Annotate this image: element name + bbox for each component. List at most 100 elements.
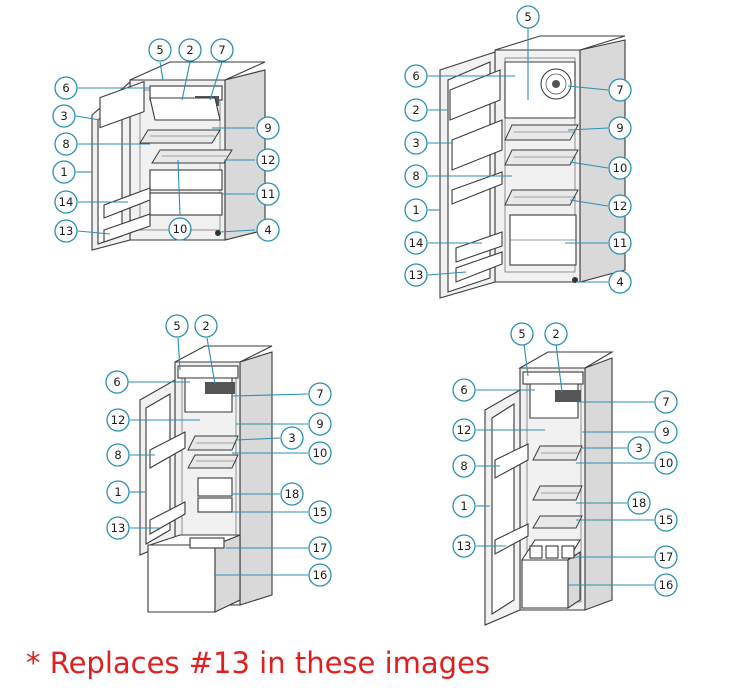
callout-7: 7 <box>608 78 632 102</box>
callout-12-label: 12 <box>613 199 628 213</box>
callout-7: 7 <box>308 382 332 406</box>
callout-10-label: 10 <box>613 161 628 175</box>
callout-9: 9 <box>608 116 632 140</box>
callout-2: 2 <box>178 38 202 62</box>
callout-5-label: 5 <box>524 10 531 24</box>
callout-15-label: 15 <box>313 505 328 519</box>
callout-3: 3 <box>627 436 651 460</box>
callout-4: 4 <box>256 218 280 242</box>
fridge-panel-3: 5 2 6 7 12 9 3 8 10 1 18 15 13 17 16 <box>105 314 332 613</box>
callout-9: 9 <box>308 412 332 436</box>
callout-8: 8 <box>452 454 476 478</box>
callout-6-label: 6 <box>460 383 467 397</box>
callout-11: 11 <box>256 182 280 206</box>
callout-7: 7 <box>654 390 678 414</box>
fridge-panel-4: 5 2 6 7 12 9 3 8 10 1 18 15 13 17 16 <box>452 322 678 626</box>
callout-15-label: 15 <box>659 513 674 527</box>
callout-13-label: 13 <box>111 521 126 535</box>
callout-8-label: 8 <box>460 459 467 473</box>
callout-2-label: 2 <box>186 43 193 57</box>
callout-13-label: 13 <box>409 268 424 282</box>
callout-2: 2 <box>404 98 428 122</box>
callout-8: 8 <box>106 443 130 467</box>
callout-1: 1 <box>52 160 76 184</box>
callout-3-label: 3 <box>635 441 642 455</box>
callout-5: 5 <box>165 314 189 338</box>
callout-4: 4 <box>608 270 632 294</box>
callout-3: 3 <box>280 426 304 450</box>
callout-10: 10 <box>168 217 192 241</box>
callout-8-label: 8 <box>412 169 419 183</box>
callout-10-label: 10 <box>173 222 188 236</box>
callout-8: 8 <box>404 164 428 188</box>
callout-17: 17 <box>654 545 678 569</box>
callout-10-label: 10 <box>659 456 674 470</box>
callout-14-label: 14 <box>59 195 74 209</box>
callout-6: 6 <box>105 370 129 394</box>
callout-7-label: 7 <box>662 395 669 409</box>
callout-5: 5 <box>510 322 534 346</box>
callout-12: 12 <box>256 148 280 172</box>
callout-12-label: 12 <box>261 153 276 167</box>
callout-5: 5 <box>516 5 540 29</box>
callout-18: 18 <box>627 491 651 515</box>
callout-6-label: 6 <box>62 81 69 95</box>
callout-18-label: 18 <box>632 496 647 510</box>
callout-7-label: 7 <box>316 387 323 401</box>
callout-16-label: 16 <box>659 578 674 592</box>
callout-3-label: 3 <box>412 136 419 150</box>
callout-15: 15 <box>654 508 678 532</box>
callout-11: 11 <box>608 231 632 255</box>
callout-3: 3 <box>52 104 76 128</box>
callout-2: 2 <box>194 314 218 338</box>
callout-18-label: 18 <box>285 487 300 501</box>
callout-6: 6 <box>404 64 428 88</box>
callout-12: 12 <box>608 194 632 218</box>
callout-14: 14 <box>54 190 78 214</box>
callout-16: 16 <box>654 573 678 597</box>
callout-9-label: 9 <box>316 417 323 431</box>
callout-1-label: 1 <box>412 203 419 217</box>
callout-14: 14 <box>404 231 428 255</box>
callout-8-label: 8 <box>62 137 69 151</box>
callout-1-label: 1 <box>114 485 121 499</box>
callout-12: 12 <box>452 418 476 442</box>
callout-5: 5 <box>148 38 172 62</box>
callout-10: 10 <box>308 441 332 465</box>
callout-8: 8 <box>54 132 78 156</box>
callout-12-label: 12 <box>457 423 472 437</box>
callout-13: 13 <box>106 516 130 540</box>
callout-11-label: 11 <box>613 236 628 250</box>
callout-13-label: 13 <box>59 224 74 238</box>
callout-10: 10 <box>608 156 632 180</box>
callout-2-label: 2 <box>412 103 419 117</box>
callout-13: 13 <box>452 534 476 558</box>
callout-5-label: 5 <box>518 327 525 341</box>
callout-17-label: 17 <box>659 550 674 564</box>
replacement-note: * Replaces #13 in these images <box>26 646 491 680</box>
fridge-panel-1: 5 2 7 6 3 9 8 12 1 11 14 4 13 10 <box>52 38 280 251</box>
callout-2: 2 <box>544 322 568 346</box>
callout-14-label: 14 <box>409 236 424 250</box>
callout-1: 1 <box>106 480 130 504</box>
callout-8-label: 8 <box>114 448 121 462</box>
callout-7: 7 <box>210 38 234 62</box>
callout-6-label: 6 <box>412 69 419 83</box>
callout-17-label: 17 <box>313 541 328 555</box>
callout-9-label: 9 <box>616 121 623 135</box>
callout-13: 13 <box>404 263 428 287</box>
callout-2-label: 2 <box>552 327 559 341</box>
callout-16: 16 <box>308 563 332 587</box>
callout-5-label: 5 <box>156 43 163 57</box>
callout-3: 3 <box>404 131 428 155</box>
callout-5-label: 5 <box>173 319 180 333</box>
callout-7-label: 7 <box>218 43 225 57</box>
callout-3-label: 3 <box>288 431 295 445</box>
callout-11-label: 11 <box>261 187 276 201</box>
callout-13: 13 <box>54 219 78 243</box>
callout-6: 6 <box>54 76 78 100</box>
callout-1-label: 1 <box>60 165 67 179</box>
callout-3-label: 3 <box>60 109 67 123</box>
callout-12: 12 <box>106 408 130 432</box>
